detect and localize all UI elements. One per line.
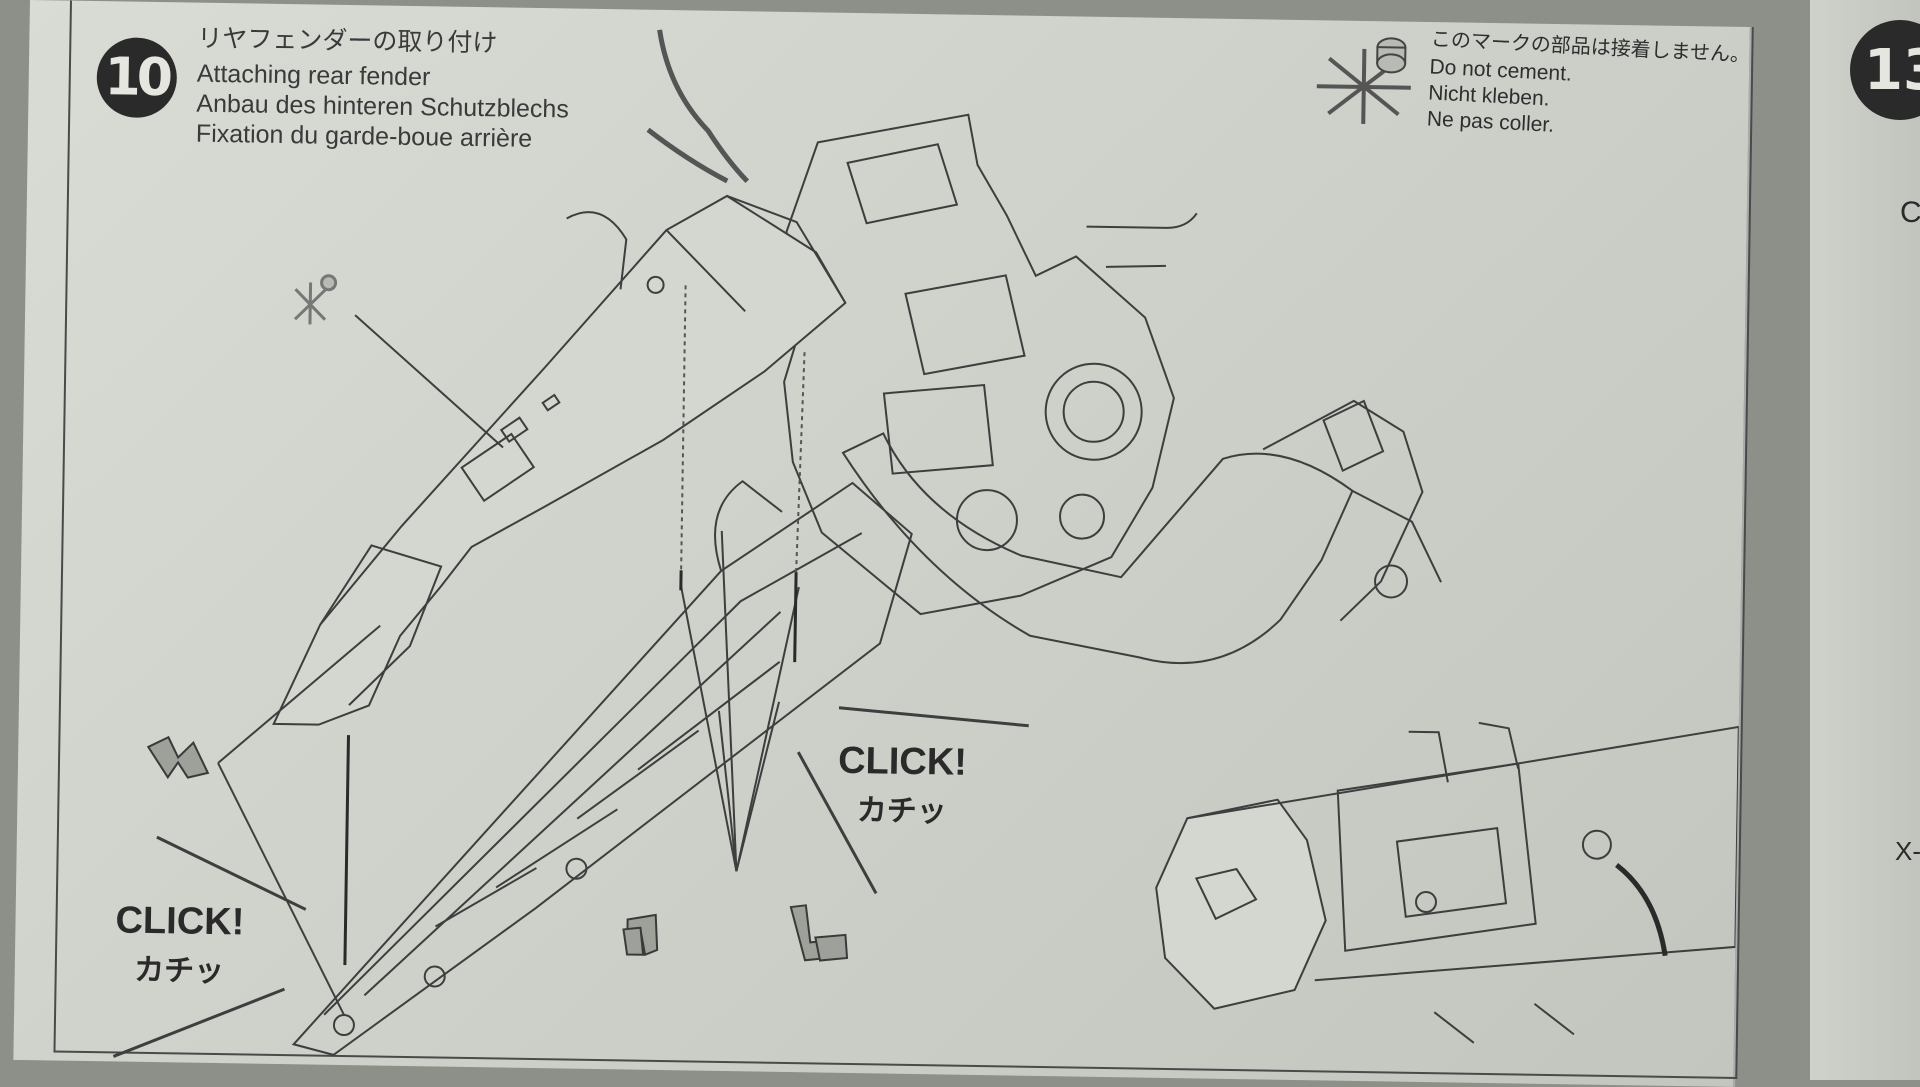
frame-drawing	[840, 393, 1444, 667]
assembly-diagram	[13, 0, 1749, 1087]
next-page-edge-text: C	[1900, 196, 1920, 230]
no-cement-small-icon	[295, 275, 336, 325]
click-label-en: CLICK!	[115, 899, 244, 944]
instruction-page: 10 リヤフェンダーの取り付け Attaching rear fender An…	[13, 0, 1751, 1087]
engine-drawing	[780, 112, 1198, 618]
click-callout-left: CLICK! カチッ	[114, 899, 244, 990]
next-page	[1810, 0, 1920, 1080]
click-label-ja: カチッ	[837, 785, 966, 831]
click-callout-right: CLICK! カチッ	[837, 740, 967, 831]
underside-view-drawing	[1154, 718, 1739, 1047]
click-label-ja: カチッ	[114, 944, 243, 990]
push-arrow-icon	[345, 565, 796, 972]
next-page-edge-text-2: X-	[1895, 836, 1920, 867]
rear-fender-drawing	[274, 189, 847, 733]
click-label-en: CLICK!	[838, 740, 967, 785]
clip-part-icon	[145, 737, 850, 961]
